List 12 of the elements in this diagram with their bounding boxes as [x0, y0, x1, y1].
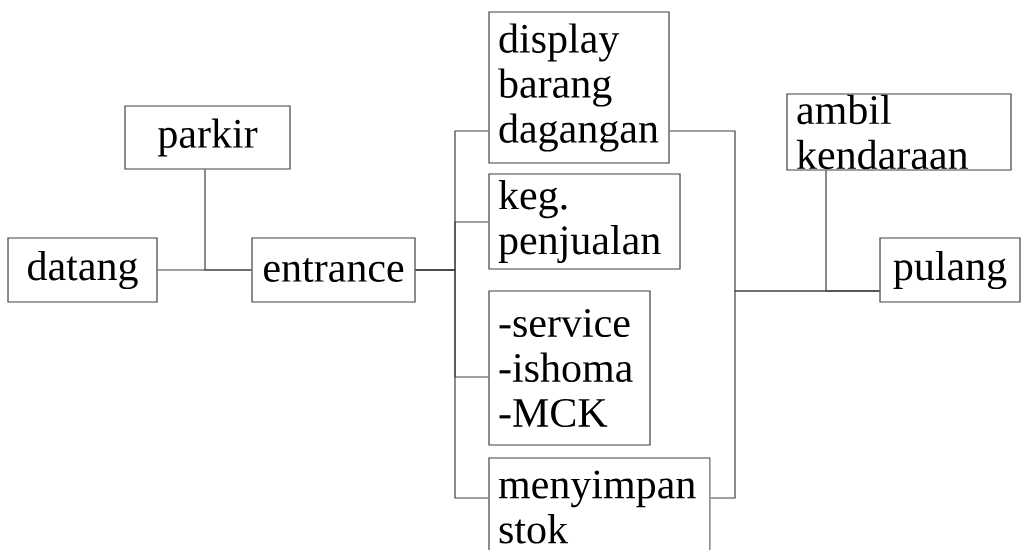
connector-line [825, 170, 880, 292]
process-box: menyimpan stok [488, 457, 711, 550]
process-box: pulang [879, 237, 1021, 303]
process-box: display barang dagangan [488, 11, 670, 164]
connector-line [204, 169, 252, 271]
process-box: keg. penjualan [488, 173, 681, 270]
process-box: entrance [251, 237, 416, 303]
process-box: ambil kendaraan [786, 93, 1012, 171]
connector-line [415, 269, 489, 499]
process-box: parkir [124, 105, 291, 170]
process-box: -service -ishoma -MCK [488, 290, 651, 446]
process-box: datang [7, 237, 158, 303]
